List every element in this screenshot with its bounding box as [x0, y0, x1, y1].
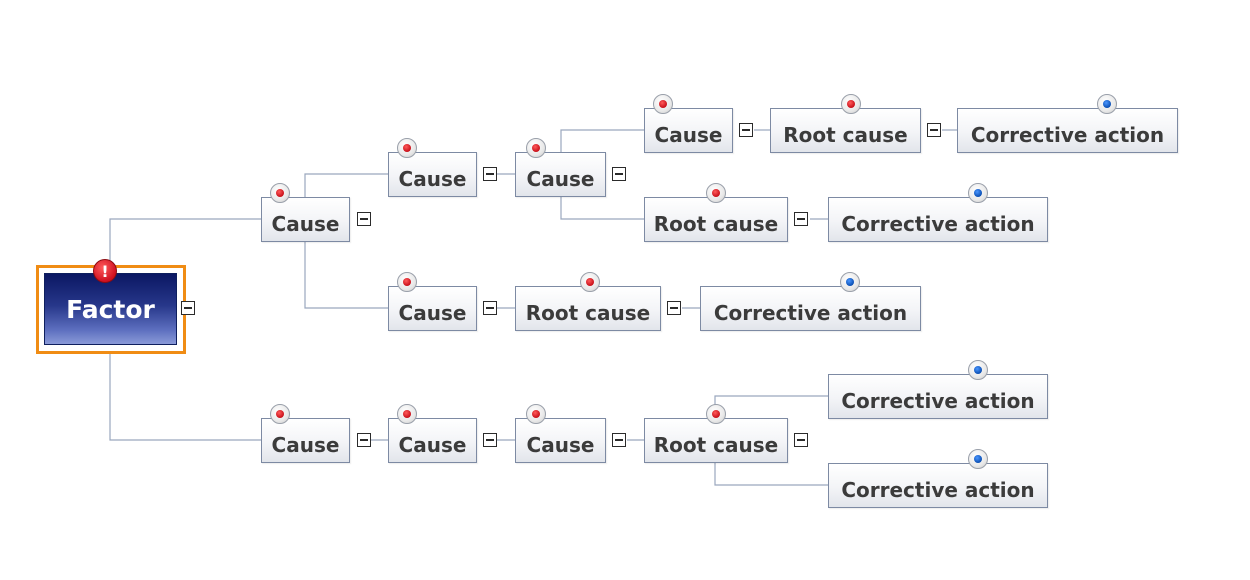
node-cause-1[interactable]: Cause: [261, 197, 350, 242]
node-label: Corrective action: [841, 389, 1035, 413]
node-label: Corrective action: [841, 478, 1035, 502]
cause-marker-icon: [397, 404, 417, 424]
action-marker-icon: [968, 449, 988, 469]
node-corrective-action-16[interactable]: Corrective action: [828, 374, 1048, 419]
node-label: Corrective action: [713, 301, 908, 325]
collapse-toggle-n13[interactable]: [483, 433, 497, 447]
collapse-toggle-root[interactable]: [181, 301, 195, 315]
action-marker-icon: [968, 360, 988, 380]
node-cause-13[interactable]: Cause: [388, 418, 477, 463]
node-label: Corrective action: [841, 212, 1035, 236]
collapse-toggle-n14[interactable]: [612, 433, 626, 447]
collapse-toggle-n7[interactable]: [794, 212, 808, 226]
node-corrective-action-17[interactable]: Corrective action: [828, 463, 1048, 508]
node-label: Cause: [271, 212, 340, 236]
node-corrective-action-11[interactable]: Corrective action: [700, 286, 921, 331]
cause-marker-icon: [270, 183, 290, 203]
action-marker-icon: [840, 272, 860, 292]
node-root-cause-15[interactable]: Root cause: [644, 418, 788, 463]
cause-marker-icon: [397, 272, 417, 292]
node-cause-3[interactable]: Cause: [515, 152, 606, 197]
cause-marker-icon: [706, 183, 726, 203]
node-root-cause-10[interactable]: Root cause: [515, 286, 661, 331]
node-cause-4[interactable]: Cause: [644, 108, 733, 153]
cause-marker-icon: [706, 404, 726, 424]
collapse-toggle-n2[interactable]: [483, 167, 497, 181]
node-cause-12[interactable]: Cause: [261, 418, 350, 463]
node-label: Root cause: [525, 301, 651, 325]
node-label: Cause: [526, 167, 595, 191]
root-node-factor[interactable]: Factor: [44, 273, 177, 345]
node-label: Corrective action: [970, 123, 1165, 147]
action-marker-icon: [1097, 94, 1117, 114]
collapse-toggle-n15[interactable]: [794, 433, 808, 447]
node-cause-9[interactable]: Cause: [388, 286, 477, 331]
node-label: Cause: [398, 167, 467, 191]
connector-n3-n4: [560, 129, 644, 152]
collapse-toggle-n3[interactable]: [612, 167, 626, 181]
cause-marker-icon: [526, 404, 546, 424]
collapse-toggle-n1[interactable]: [357, 212, 371, 226]
collapse-toggle-n9[interactable]: [483, 301, 497, 315]
action-marker-icon: [968, 183, 988, 203]
connector-n15-n16: [714, 395, 828, 418]
exclamation-icon: !: [93, 259, 117, 283]
root-node-label: Factor: [66, 294, 155, 324]
node-cause-14[interactable]: Cause: [515, 418, 606, 463]
connector-factor-n12: [109, 354, 261, 441]
node-cause-2[interactable]: Cause: [388, 152, 477, 197]
node-label: Root cause: [653, 212, 779, 236]
node-label: Cause: [271, 433, 340, 457]
cause-marker-icon: [270, 404, 290, 424]
collapse-toggle-n5[interactable]: [927, 123, 941, 137]
node-root-cause-7[interactable]: Root cause: [644, 197, 788, 242]
connector-n3-n7: [560, 197, 644, 220]
connector-n1-n9: [304, 242, 388, 309]
node-corrective-action-8[interactable]: Corrective action: [828, 197, 1048, 242]
node-label: Cause: [526, 433, 595, 457]
connector-n15-n17: [714, 463, 828, 486]
connector-n1-n2: [304, 173, 388, 197]
node-label: Cause: [654, 123, 723, 147]
node-corrective-action-6[interactable]: Corrective action: [957, 108, 1178, 153]
collapse-toggle-n4[interactable]: [739, 123, 753, 137]
collapse-toggle-n12[interactable]: [357, 433, 371, 447]
node-root-cause-5[interactable]: Root cause: [770, 108, 921, 153]
cause-marker-icon: [653, 94, 673, 114]
cause-marker-icon: [397, 138, 417, 158]
cause-marker-icon: [841, 94, 861, 114]
node-label: Root cause: [783, 123, 908, 147]
cause-marker-icon: [580, 272, 600, 292]
node-label: Cause: [398, 433, 467, 457]
node-label: Cause: [398, 301, 467, 325]
node-label: Root cause: [653, 433, 779, 457]
connector-factor-n1: [109, 218, 261, 267]
cause-marker-icon: [526, 138, 546, 158]
collapse-toggle-n10[interactable]: [667, 301, 681, 315]
